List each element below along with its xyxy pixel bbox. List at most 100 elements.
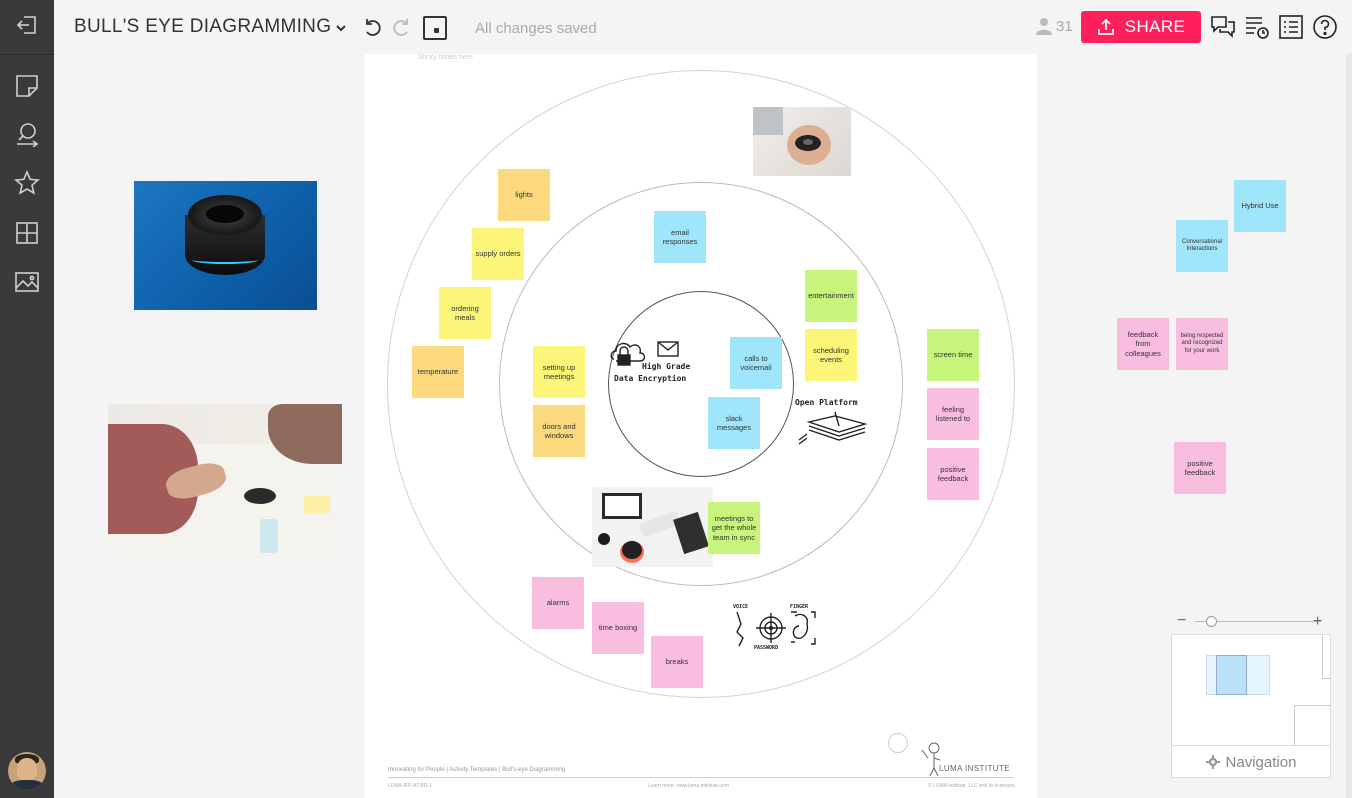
tablet [673,511,709,555]
left-sidebar [0,0,54,798]
sticky-breaks[interactable]: breaks [651,636,703,688]
sticky-meetings-sync[interactable]: meetings to get the whole team in sync [708,502,760,554]
sidebar-divider [0,54,54,55]
sticky-screen-time[interactable]: screen time [927,329,979,381]
footer-title: Innovating for People | Activity Templat… [388,767,566,773]
footer-code: LUMA-IFP-AT-BD-1 [388,783,432,789]
hand-device-photo[interactable] [753,107,851,176]
encrypt-label-2: Data Encryption [614,374,687,383]
whiteboard-canvas[interactable]: Sticky Notes here lights supply orders o… [54,54,1352,798]
comment-icon [17,123,39,147]
collaborator-count[interactable]: 31 [1056,18,1073,35]
undo-button[interactable] [361,16,385,40]
document-title[interactable]: BULL'S EYE DIAGRAMMING [74,16,332,37]
luma-figure-icon [921,742,941,777]
device-hole [206,205,244,223]
inner-ring [608,291,794,477]
platform-label: Open Platform [795,398,858,407]
list-icon [1279,15,1303,39]
share-label: SHARE [1124,17,1186,36]
sticky-alarms[interactable]: alarms [532,577,584,629]
water-bottle [260,519,278,553]
encrypt-label-1: High Grade [642,362,691,371]
luma-logo: LUMA INSTITUTE [939,764,1010,773]
minimap-edge-bottom [1294,705,1331,745]
sticky-feeling-listened[interactable]: feeling listened to [927,388,979,440]
sticky-paper [304,496,330,514]
navigation-toggle[interactable]: Navigation [1172,745,1330,778]
top-bar: BULL'S EYE DIAGRAMMING All changes saved… [54,0,1352,54]
sticky-scheduling-events[interactable]: scheduling events [805,329,857,381]
device-light-ring [192,256,258,264]
desk-setup-photo[interactable] [592,487,713,567]
encryption-sketch[interactable]: High Grade Data Encryption [608,337,728,392]
sticky-positive-feedback[interactable]: positive feedback [927,448,979,500]
open-platform-sketch[interactable]: Open Platform [795,394,875,449]
title-dropdown-button[interactable] [331,18,351,38]
comment-tool[interactable] [12,119,42,149]
sticky-respected[interactable]: being respected and recognized for your … [1176,318,1228,370]
undo-icon [366,19,381,36]
password-label: PASSWORD [754,645,779,651]
sticky-slack-messages[interactable]: slack messages [708,397,760,449]
zoom-slider-track[interactable] [1195,621,1321,622]
sticky-ordering-meals[interactable]: ordering meals [439,287,491,339]
target-icon [736,611,816,647]
middle-ring [499,182,903,586]
exit-icon [16,16,36,34]
upload-icon [1097,18,1114,35]
minimap-viewport[interactable] [1216,655,1247,695]
zoom-slider-handle[interactable] [1206,616,1217,627]
activity-button[interactable] [1244,14,1270,40]
sticky-conversational[interactable]: Conversational Interactions [1176,220,1228,272]
held-device-hole [803,139,813,145]
star-icon [14,170,40,195]
avatar-shirt [10,780,44,790]
sticky-email-responses[interactable]: email responses [654,211,706,263]
sticky-note-icon [16,75,38,97]
sticky-temperature[interactable]: temperature [412,346,464,398]
sticky-supply-orders[interactable]: supply orders [472,228,524,280]
redo-button[interactable] [389,16,413,40]
sticky-calls-voicemail[interactable]: calls to voicemail [730,337,782,389]
sticky-feedback-colleagues[interactable]: feedback from colleagues [1117,318,1169,370]
sticky-time-boxing[interactable]: time boxing [592,602,644,654]
sticky-hybrid-use[interactable]: Hybrid Use [1234,180,1286,232]
sticky-doors-windows[interactable]: doors and windows [533,405,585,457]
frame-button[interactable] [423,16,447,40]
smart-speaker-photo[interactable] [134,181,317,310]
navigation-minimap[interactable]: Navigation [1171,634,1331,778]
sticky-positive-feedback-right[interactable]: positive feedback [1174,442,1226,494]
share-button[interactable]: SHARE [1081,11,1201,43]
desk-speaker [622,541,642,559]
chat-icon [1211,16,1235,38]
sticky-entertainment[interactable]: entertainment [805,270,857,322]
outline-button[interactable] [1278,14,1304,40]
zoom-out-button[interactable]: − [1177,612,1187,629]
minimap-edge-top [1322,635,1331,679]
team-meeting-photo[interactable] [108,404,342,559]
sticky-lights[interactable]: lights [498,169,550,221]
cloud-lock-icon [610,341,679,366]
sticky-note-tool[interactable] [12,71,42,101]
chevron-down-icon [336,25,346,32]
exit-button[interactable] [12,10,42,40]
templates-tool[interactable] [12,218,42,248]
user-icon [1036,18,1052,35]
finger-label: FINGER [790,604,809,610]
chat-button[interactable] [1210,14,1236,40]
voice-finger-password-sketch[interactable]: VOICE FINGER PASSWORD [731,604,821,654]
help-button[interactable] [1312,14,1338,40]
activity-icon [1246,17,1269,39]
mug [598,533,610,545]
voice-label: VOICE [733,604,749,610]
avatar[interactable] [8,752,46,790]
frame-icon [434,28,439,33]
zoom-in-button[interactable]: + [1313,613,1323,630]
board-faint-header: Sticky Notes here [418,54,473,61]
image-tool[interactable] [12,267,42,297]
image-icon [15,272,39,292]
sticky-setting-up-meetings[interactable]: setting up meetings [533,346,585,398]
favorites-tool[interactable] [12,168,42,198]
